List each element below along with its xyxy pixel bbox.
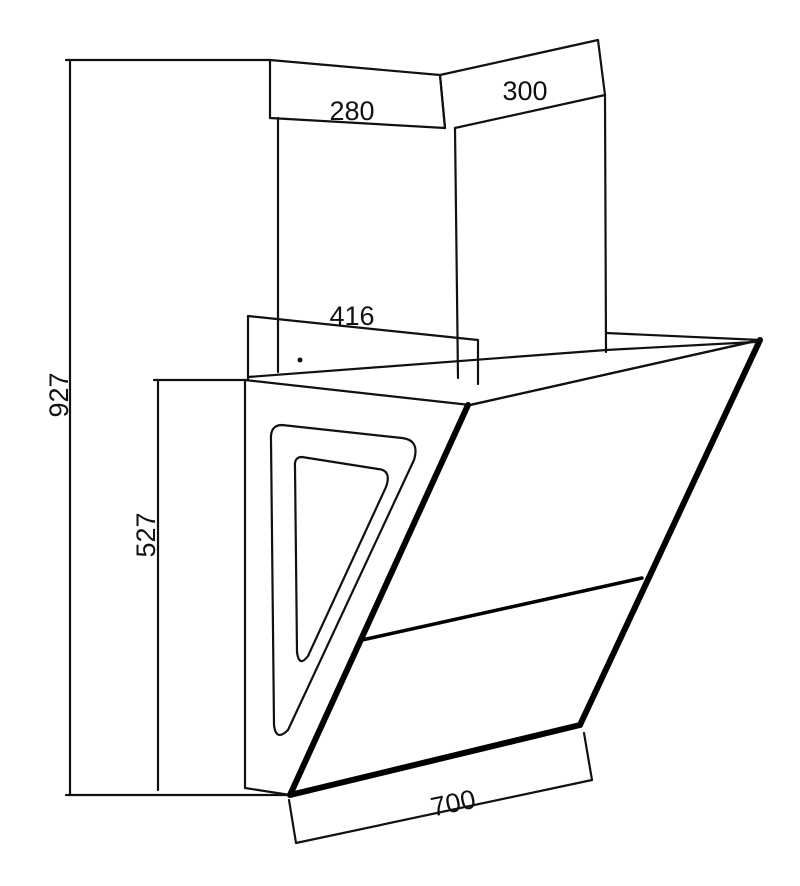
top-plate-back	[246, 340, 757, 379]
glass-top-edge	[468, 338, 762, 407]
body-depth-label: 416	[329, 301, 374, 331]
chimney-right-edge	[603, 93, 608, 354]
body-height-dimension: 527	[131, 378, 247, 792]
side-window-inner	[293, 455, 389, 663]
total-height-label: 927	[44, 372, 74, 417]
chimney-side-top	[453, 93, 607, 130]
total-height-dimension: 927	[44, 58, 292, 797]
chimney-front-edge	[453, 126, 460, 380]
width-bracket	[287, 731, 594, 845]
chimney-width-dim-line	[268, 116, 447, 130]
top-plate	[243, 331, 762, 407]
chimney: 280 300	[268, 38, 608, 380]
glass-right-edge	[577, 337, 763, 728]
body-depth-dimension: 416	[246, 301, 480, 386]
hood-body	[243, 331, 763, 798]
depth-bracket	[246, 314, 480, 386]
chimney-depth-label: 300	[502, 76, 547, 106]
glass-width-dimension: 700	[287, 731, 594, 845]
glass-width-label: 700	[428, 784, 478, 823]
chimney-depth-bracket	[438, 38, 607, 130]
body-height-label: 527	[131, 512, 161, 557]
glass-bottom-edge	[287, 722, 583, 798]
side-window-outer	[269, 423, 417, 737]
glass-front-edge	[287, 402, 471, 798]
chimney-width-label: 280	[329, 96, 374, 126]
dot-mark	[297, 357, 303, 363]
glass-divider	[360, 576, 644, 642]
side-panel	[243, 378, 292, 797]
